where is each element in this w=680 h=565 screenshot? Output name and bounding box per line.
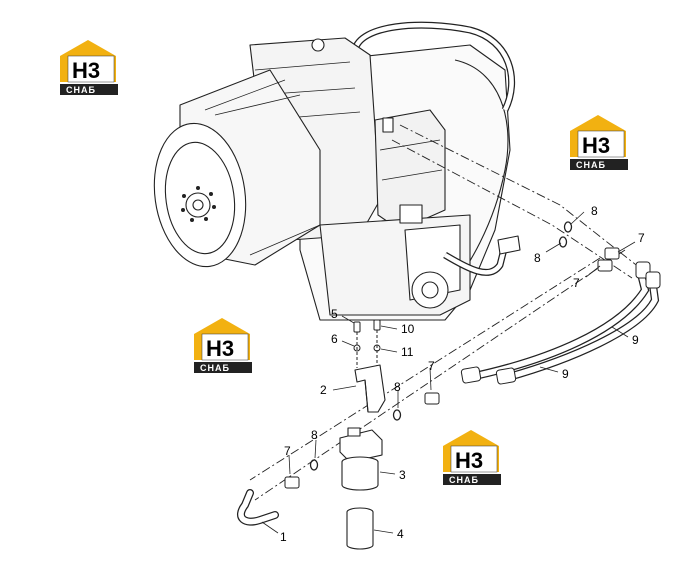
bolts-and-washers <box>353 319 381 368</box>
watermark-logo-middle-left: H3 СНАБ <box>194 318 252 373</box>
callout-7-middle: 7 <box>428 359 435 373</box>
watermark-logo-top-left: H3 СНАБ <box>60 40 118 95</box>
callout-8-right: 8 <box>534 251 541 265</box>
callout-numbers: 1 2 3 4 5 6 7 7 7 7 8 8 8 8 9 9 10 11 <box>280 204 645 544</box>
callout-4: 4 <box>397 527 404 541</box>
callout-7-right: 7 <box>573 276 580 290</box>
callout-7-upper: 7 <box>638 231 645 245</box>
logo-text: H3 <box>455 448 483 473</box>
o-ring-parts <box>309 221 573 471</box>
logo-text: H3 <box>582 133 610 158</box>
callout-9-upper: 9 <box>632 333 639 347</box>
callout-2: 2 <box>320 383 327 397</box>
callout-leaders <box>261 211 636 534</box>
fitting-parts <box>284 247 620 489</box>
callout-7-lower: 7 <box>284 444 291 458</box>
logo-subtext: СНАБ <box>66 85 96 95</box>
logo-subtext: СНАБ <box>576 160 606 170</box>
hose-pair <box>466 266 660 382</box>
callout-8-upper: 8 <box>591 204 598 218</box>
mounting-bracket <box>354 364 386 413</box>
watermark-logo-lower-right: H3 СНАБ <box>443 430 501 485</box>
filter-element <box>346 507 374 550</box>
callout-10: 10 <box>401 322 415 336</box>
callout-1: 1 <box>280 530 287 544</box>
callout-9-lower: 9 <box>562 367 569 381</box>
callout-6: 6 <box>331 332 338 346</box>
bent-tube <box>237 489 279 526</box>
logo-subtext: СНАБ <box>200 363 230 373</box>
callout-8-lower: 8 <box>311 428 318 442</box>
callout-5: 5 <box>331 307 338 321</box>
callout-11: 11 <box>401 345 414 359</box>
hose-fittings <box>460 261 661 385</box>
transmission-assembly <box>153 21 521 321</box>
watermark-logo-upper-right: H3 СНАБ <box>570 115 628 170</box>
logo-text: H3 <box>72 58 100 83</box>
logo-text: H3 <box>206 336 234 361</box>
callout-8-middle: 8 <box>394 380 401 394</box>
logo-subtext: СНАБ <box>449 475 479 485</box>
filter-assembly <box>339 427 383 491</box>
callout-3: 3 <box>399 468 406 482</box>
